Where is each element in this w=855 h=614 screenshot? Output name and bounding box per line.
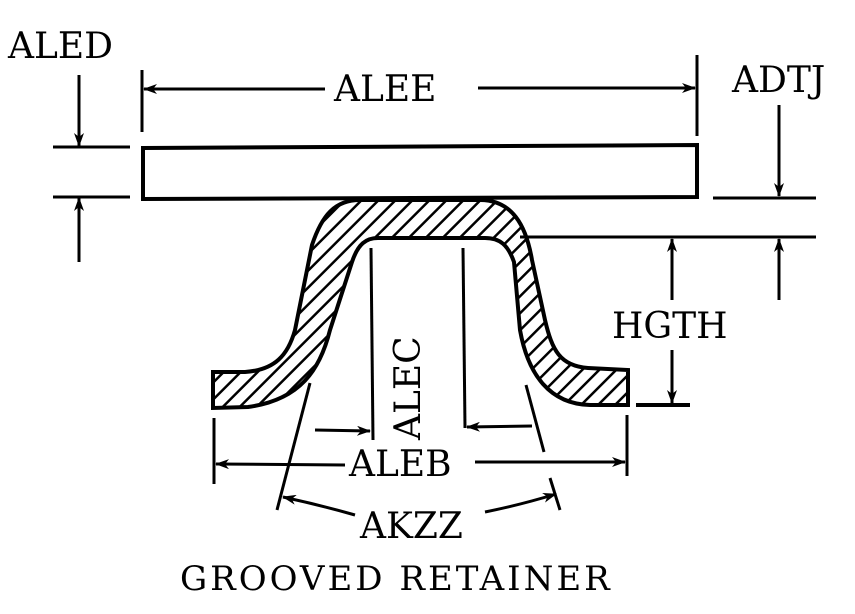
diagram-title: GROOVED RETAINER xyxy=(180,559,613,599)
label-aled: ALED xyxy=(7,26,113,67)
alee-dimension xyxy=(140,55,699,136)
aleb-dimension xyxy=(212,415,629,484)
hgth-dimension xyxy=(636,238,690,407)
label-alec: ALEC xyxy=(388,336,429,441)
alec-dimension xyxy=(314,247,533,441)
akzz-dimension xyxy=(275,382,562,517)
aled-dimension xyxy=(53,75,130,262)
retainer-profile xyxy=(211,198,630,411)
label-aleb: ALEB xyxy=(348,444,452,485)
adtj-dimension xyxy=(520,105,816,300)
plate-outline xyxy=(141,142,699,202)
label-alee: ALEE xyxy=(333,69,436,110)
label-hgth: HGTH xyxy=(612,306,728,347)
label-adtj: ADTJ xyxy=(731,60,825,101)
label-akzz: AKZZ xyxy=(359,506,463,547)
